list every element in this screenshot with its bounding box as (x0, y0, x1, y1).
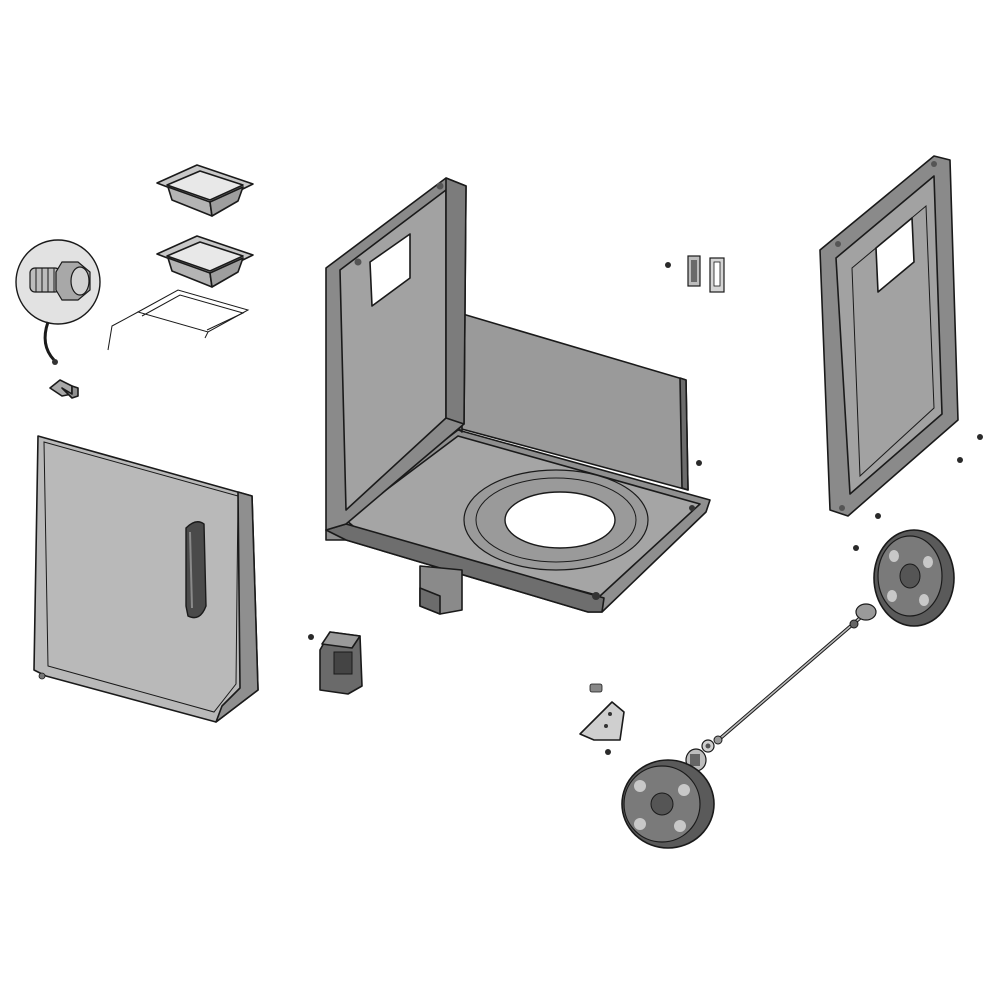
screw-icon (977, 434, 983, 440)
bolt-detail-callout (15, 239, 101, 365)
screw-icon (875, 513, 881, 519)
tray-holder (107, 289, 250, 351)
wheel-left (621, 759, 715, 849)
screw-icon (957, 457, 963, 463)
magnet-catches (687, 255, 725, 293)
screw-icon (308, 634, 314, 640)
screw-icon (853, 545, 859, 551)
cabinet-door (33, 435, 259, 723)
door-handle (185, 521, 207, 619)
grease-tray-upper (156, 164, 254, 217)
side-panel-right (819, 155, 959, 517)
cart-frame (325, 177, 711, 615)
screws (308, 262, 983, 755)
bolt-icon (29, 261, 91, 301)
wheel-bracket (579, 683, 625, 741)
wheel-icon (621, 759, 715, 849)
screw-icon (605, 749, 611, 755)
wheel-right (873, 529, 955, 627)
grease-tray-lower (156, 235, 254, 288)
wheel-icon (873, 529, 955, 627)
washers (701, 735, 723, 753)
door-magnet-catch (319, 631, 363, 695)
door-hinge-bracket (49, 379, 79, 399)
axle (714, 603, 877, 744)
screw-icon (665, 262, 671, 268)
screw-icon (696, 460, 702, 466)
